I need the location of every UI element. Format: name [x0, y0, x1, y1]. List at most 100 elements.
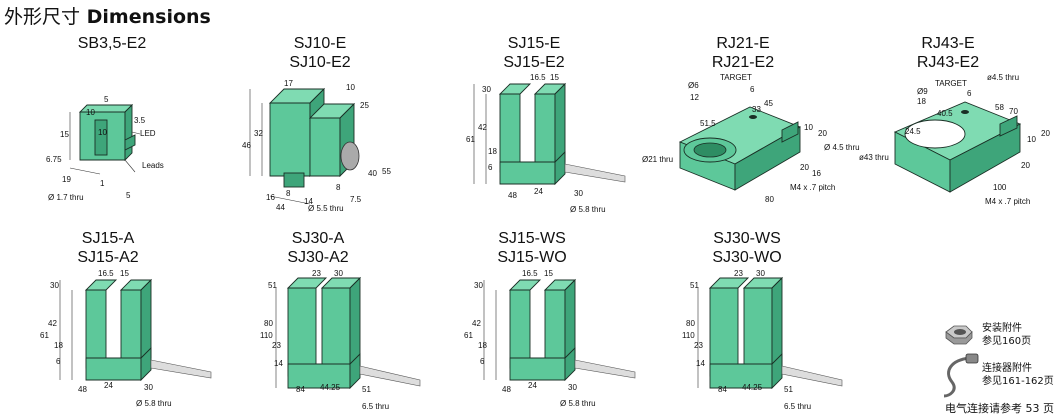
hex-nut-icon	[945, 325, 973, 345]
model-name: RJ43-E	[921, 35, 975, 52]
dim-label: 23	[734, 269, 743, 278]
dim-label: M4 x .7 pitch	[790, 183, 835, 192]
dim-label: Ø 1.7 thru	[48, 193, 84, 202]
drawing-sj10: 17 10 25 32 46 8 16 44 14 8 7.5 40 55 Ø …	[242, 79, 391, 213]
dim-label: 24.5	[905, 127, 921, 136]
dim-label: 20	[800, 163, 809, 172]
dim-label: 80	[264, 319, 273, 328]
model-label-sb35: SB3,5-E2	[62, 34, 162, 53]
dim-label: 30	[574, 189, 583, 198]
model-label-sj15a: SJ15-A SJ15-A2	[58, 229, 158, 267]
nut-accessory-text: 安装附件 参见160页	[982, 322, 1031, 348]
model-label-sj15e: SJ15-E SJ15-E2	[484, 34, 584, 72]
dim-label: 8	[286, 189, 291, 198]
dim-label: 8	[336, 183, 341, 192]
dim-label: 16.5	[522, 269, 538, 278]
model-name: SJ30-A2	[287, 249, 349, 266]
model-name: RJ21-E	[716, 35, 770, 52]
dim-label: 58	[995, 103, 1004, 112]
dim-label: 32	[254, 129, 263, 138]
dim-label: 20	[1021, 161, 1030, 170]
dim-label: 5	[104, 95, 109, 104]
dim-label: 5	[126, 191, 131, 200]
dim-label: 44.25	[320, 383, 341, 392]
model-label-rj43: RJ43-E RJ43-E2	[898, 34, 998, 72]
nut-accessory-line2: 参见160页	[982, 336, 1032, 347]
dim-label: 3.5	[134, 116, 146, 125]
model-name: RJ21-E2	[711, 54, 775, 71]
dim-label: 51	[362, 385, 371, 394]
model-name: SJ30-A	[291, 230, 345, 247]
dim-label: Ø21 thru	[642, 155, 673, 164]
connector-accessory-line2: 参见161-162页	[982, 376, 1054, 387]
dim-label: 12	[690, 93, 699, 102]
dim-label: 24	[534, 187, 543, 196]
dim-label: 15	[544, 269, 553, 278]
dim-label: 55	[382, 167, 391, 176]
dim-label: 84	[718, 385, 727, 394]
dim-label: 7.5	[350, 195, 362, 204]
drawing-rj21: TARGET Ø6 12 6 33 45 51.5 10 20 Ø21 thru…	[642, 73, 860, 204]
dim-label: 15	[120, 269, 129, 278]
dim-label: 1	[100, 179, 105, 188]
model-name: SJ30-WS	[713, 230, 781, 247]
dim-label: 6.75	[46, 155, 62, 164]
dim-label: 40.5	[937, 109, 953, 118]
dim-label: 100	[993, 183, 1007, 192]
dim-label: 6	[488, 163, 493, 172]
dim-label: ø4.5 thru	[987, 73, 1019, 82]
model-label-sj15ws: SJ15-WS SJ15-WO	[482, 229, 582, 267]
sensor-body	[84, 278, 212, 382]
dim-label: 6	[56, 357, 61, 366]
page-title-en: Dimensions	[86, 6, 211, 28]
dim-label: 10	[804, 123, 813, 132]
dim-label: 30	[50, 281, 59, 290]
dim-label: 10	[1027, 135, 1036, 144]
dim-label: Ø 5.8 thru	[570, 205, 606, 214]
dim-label: Ø 4.5 thru	[824, 143, 860, 152]
model-name: SB3,5-E2	[77, 35, 147, 52]
dim-label: 20	[818, 129, 827, 138]
dim-label: 30	[482, 85, 491, 94]
model-name: RJ43-E2	[916, 54, 980, 71]
model-name: SJ15-WS	[498, 230, 566, 247]
nut-accessory-line1: 安装附件	[982, 323, 1022, 334]
dim-label: 42	[48, 319, 57, 328]
dim-label: 16	[266, 193, 275, 202]
dim-label: 23	[694, 341, 703, 350]
dim-label: 14	[274, 359, 283, 368]
drawing-sj15e: 16.5 15 30 42 61 18 6 48 24 30 Ø 5.8 thr…	[466, 73, 626, 214]
dim-label: ø43 thru	[859, 153, 889, 162]
dim-label: 24	[104, 381, 113, 390]
dim-label: 6.5 thru	[362, 402, 389, 411]
dim-label: 16.5	[98, 269, 114, 278]
model-name: SJ30-WO	[712, 249, 782, 266]
sensor-body	[893, 101, 1022, 193]
sensor-body	[678, 106, 802, 191]
dim-label: Ø 5.5 thru	[308, 204, 344, 213]
drawing-sj15a: 16.5 15 30 42 61 18 6 48 24 30 Ø 5.8 thr…	[40, 269, 212, 408]
model-name: SJ15-WO	[497, 249, 567, 266]
model-name: SJ10-E	[293, 35, 347, 52]
connector-accessory-text: 连接器附件 参见161-162页	[982, 362, 1054, 388]
dim-label: 61	[464, 331, 473, 340]
dim-label: 51	[784, 385, 793, 394]
dim-label: M4 x .7 pitch	[985, 197, 1030, 206]
dim-label: 110	[682, 331, 695, 340]
sensor-body	[268, 87, 360, 188]
dim-label: Ø9	[917, 87, 928, 96]
sensor-body	[498, 82, 626, 186]
model-label-sj30ws: SJ30-WS SJ30-WO	[697, 229, 797, 267]
model-name: SJ15-A2	[77, 249, 139, 266]
dim-label: 42	[478, 123, 487, 132]
dim-label: 15	[60, 130, 69, 139]
model-name: SJ15-A	[81, 230, 135, 247]
dim-label: 30	[334, 269, 343, 278]
dim-label: LED	[140, 129, 156, 138]
sensor-body	[508, 278, 636, 382]
dim-label: 84	[296, 385, 305, 394]
drawing-sb35: 5 10 3.5 15 10 LED 6.75 19 1 5 Leads Ø 1…	[46, 95, 164, 202]
model-name: SJ15-E	[507, 35, 561, 52]
dim-label: 42	[472, 319, 481, 328]
dim-label: 23	[272, 341, 281, 350]
